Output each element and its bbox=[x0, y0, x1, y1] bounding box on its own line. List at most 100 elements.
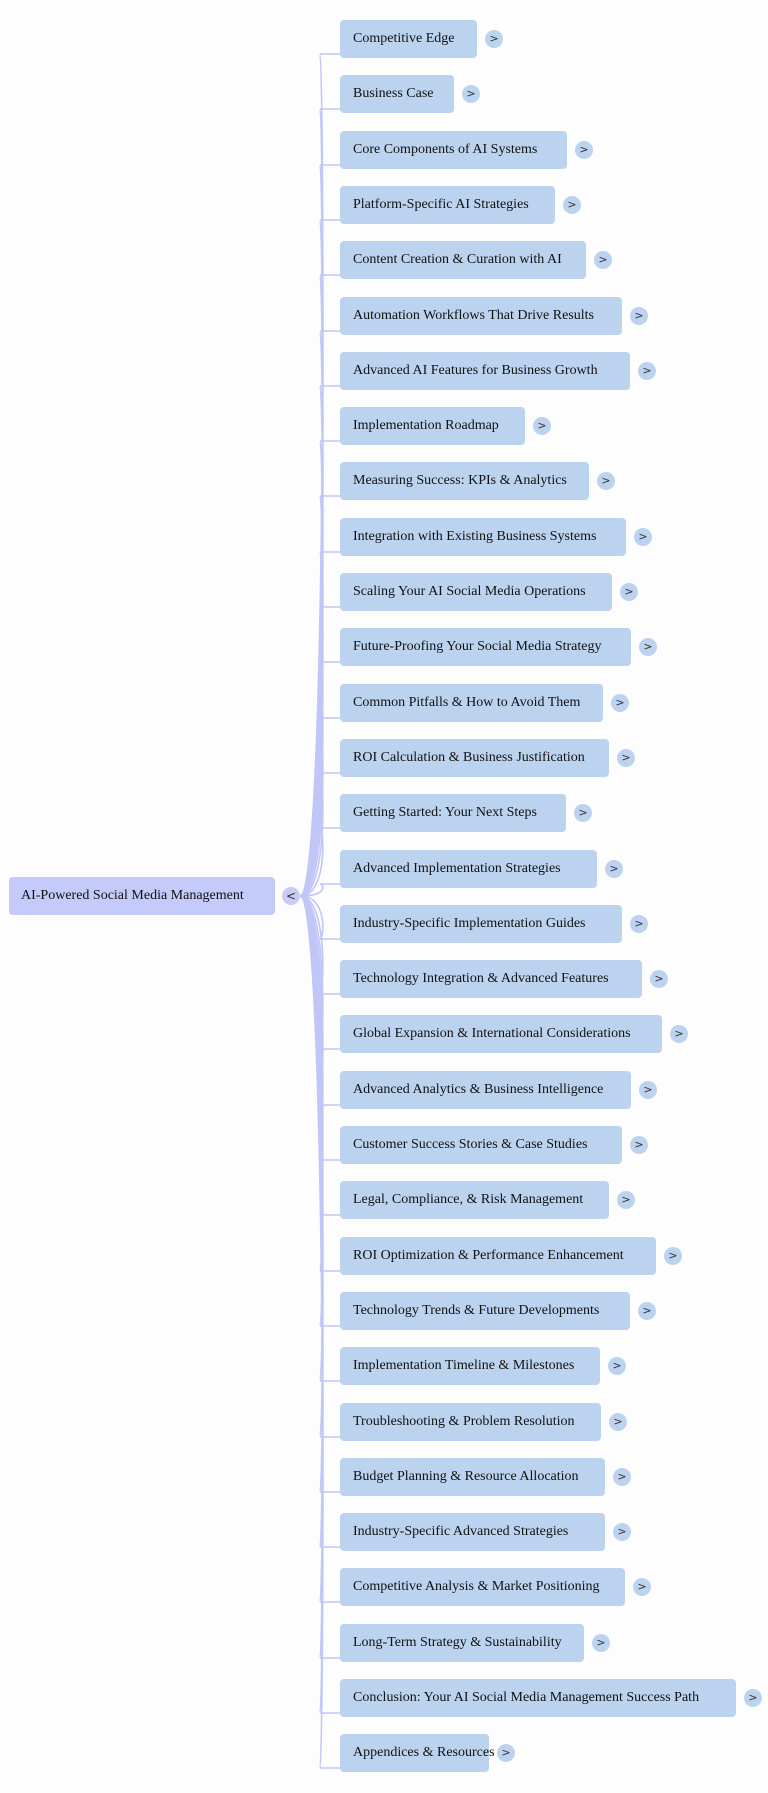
branch-node-box[interactable]: Industry-Specific Implementation Guides bbox=[340, 905, 622, 943]
branch-node-box[interactable]: Customer Success Stories & Case Studies bbox=[340, 1126, 622, 1164]
expand-toggle[interactable]: > bbox=[575, 141, 593, 159]
expand-toggle[interactable]: > bbox=[638, 362, 656, 380]
branch-node-box[interactable]: ROI Calculation & Business Justification bbox=[340, 739, 609, 777]
connector-line bbox=[299, 895, 342, 1769]
expand-toggle[interactable]: > bbox=[613, 1523, 631, 1541]
expand-toggle[interactable]: > bbox=[630, 915, 648, 933]
branch-node-label: Getting Started: Your Next Steps bbox=[353, 805, 537, 820]
branch-node-label: Troubleshooting & Problem Resolution bbox=[353, 1414, 575, 1429]
branch-node-label: Long-Term Strategy & Sustainability bbox=[353, 1635, 562, 1650]
branch-node-label: Competitive Analysis & Market Positionin… bbox=[353, 1579, 600, 1594]
expand-toggle[interactable]: > bbox=[597, 472, 615, 490]
branch-node-box[interactable]: Platform-Specific AI Strategies bbox=[340, 186, 555, 224]
branch-node-label: Industry-Specific Implementation Guides bbox=[353, 916, 586, 931]
expand-toggle[interactable]: > bbox=[608, 1357, 626, 1375]
branch-node-label: Measuring Success: KPIs & Analytics bbox=[353, 473, 567, 488]
branch-node-box[interactable]: Competitive Edge bbox=[340, 20, 477, 58]
branch-node-label: Integration with Existing Business Syste… bbox=[353, 529, 597, 544]
branch-node-label: Global Expansion & International Conside… bbox=[353, 1026, 631, 1041]
branch-node-label: Content Creation & Curation with AI bbox=[353, 252, 562, 267]
branch-node-label: Scaling Your AI Social Media Operations bbox=[353, 584, 586, 599]
expand-toggle[interactable]: > bbox=[639, 638, 657, 656]
expand-toggle[interactable]: > bbox=[605, 860, 623, 878]
expand-toggle[interactable]: > bbox=[617, 1191, 635, 1209]
root-node[interactable]: AI-Powered Social Media Management bbox=[9, 877, 275, 915]
branch-node-box[interactable]: Global Expansion & International Conside… bbox=[340, 1015, 662, 1053]
branch-node-box[interactable]: Appendices & Resources bbox=[340, 1734, 495, 1772]
branch-node-label: Implementation Roadmap bbox=[353, 418, 499, 433]
branch-node-box[interactable]: Competitive Analysis & Market Positionin… bbox=[340, 1568, 625, 1606]
expand-toggle[interactable]: > bbox=[630, 307, 648, 325]
branch-node-label: Customer Success Stories & Case Studies bbox=[353, 1137, 588, 1152]
expand-toggle[interactable]: > bbox=[670, 1025, 688, 1043]
expand-toggle[interactable]: > bbox=[592, 1634, 610, 1652]
branch-node-label: Common Pitfalls & How to Avoid Them bbox=[353, 695, 581, 710]
branch-node-box[interactable]: Future-Proofing Your Social Media Strate… bbox=[340, 628, 631, 666]
branch-node-box[interactable]: Measuring Success: KPIs & Analytics bbox=[340, 462, 589, 500]
branch-node-box[interactable]: Core Components of AI Systems bbox=[340, 131, 567, 169]
branch-node-label: Technology Trends & Future Developments bbox=[353, 1303, 600, 1318]
branch-node-box[interactable]: Implementation Timeline & Milestones bbox=[340, 1347, 600, 1385]
expand-toggle[interactable]: > bbox=[609, 1413, 627, 1431]
expand-toggle[interactable]: > bbox=[617, 749, 635, 767]
branch-node-box[interactable]: Advanced Analytics & Business Intelligen… bbox=[340, 1071, 631, 1109]
branch-node-label: Budget Planning & Resource Allocation bbox=[353, 1469, 579, 1484]
expand-toggle[interactable]: > bbox=[613, 1468, 631, 1486]
expand-toggle[interactable]: > bbox=[638, 1302, 656, 1320]
expand-toggle[interactable]: > bbox=[563, 196, 581, 214]
expand-toggle[interactable]: > bbox=[574, 804, 592, 822]
branch-node-label: Advanced AI Features for Business Growth bbox=[353, 363, 598, 378]
branch-node-box[interactable]: Long-Term Strategy & Sustainability bbox=[340, 1624, 584, 1662]
expand-toggle[interactable]: > bbox=[594, 251, 612, 269]
branch-node-label: ROI Optimization & Performance Enhanceme… bbox=[353, 1248, 624, 1263]
expand-toggle[interactable]: > bbox=[744, 1689, 762, 1707]
expand-toggle[interactable]: > bbox=[650, 970, 668, 988]
expand-toggle[interactable]: > bbox=[633, 1578, 651, 1596]
expand-toggle[interactable]: > bbox=[639, 1081, 657, 1099]
collapse-toggle[interactable]: < bbox=[282, 887, 300, 905]
branch-node-label: Industry-Specific Advanced Strategies bbox=[353, 1524, 569, 1539]
branch-node-box[interactable]: Automation Workflows That Drive Results bbox=[340, 297, 622, 335]
expand-toggle[interactable]: > bbox=[462, 85, 480, 103]
branch-node-box[interactable]: Content Creation & Curation with AI bbox=[340, 241, 586, 279]
branch-node-box[interactable]: Technology Integration & Advanced Featur… bbox=[340, 960, 642, 998]
branch-node-box[interactable]: Business Case bbox=[340, 75, 454, 113]
branch-node-box[interactable]: Troubleshooting & Problem Resolution bbox=[340, 1403, 601, 1441]
branch-node-label: Core Components of AI Systems bbox=[353, 142, 538, 157]
branch-node-box[interactable]: Integration with Existing Business Syste… bbox=[340, 518, 626, 556]
expand-toggle[interactable]: > bbox=[485, 30, 503, 48]
branch-node-box[interactable]: Getting Started: Your Next Steps bbox=[340, 794, 566, 832]
branch-node-label: Appendices & Resources bbox=[353, 1745, 495, 1760]
connector-line bbox=[299, 895, 342, 940]
branch-node-box[interactable]: Budget Planning & Resource Allocation bbox=[340, 1458, 605, 1496]
branch-node-label: ROI Calculation & Business Justification bbox=[353, 750, 585, 765]
branch-node-box[interactable]: Technology Trends & Future Developments bbox=[340, 1292, 630, 1330]
connector-line bbox=[299, 883, 342, 897]
expand-toggle[interactable]: > bbox=[630, 1136, 648, 1154]
expand-toggle[interactable]: > bbox=[497, 1744, 515, 1762]
branch-node-label: Future-Proofing Your Social Media Strate… bbox=[353, 639, 602, 654]
branch-node-label: Implementation Timeline & Milestones bbox=[353, 1358, 575, 1373]
branch-node-label: Conclusion: Your AI Social Media Managem… bbox=[353, 1690, 700, 1705]
branch-node-label: Advanced Implementation Strategies bbox=[353, 861, 561, 876]
branch-node-box[interactable]: Implementation Roadmap bbox=[340, 407, 525, 445]
connector-line bbox=[299, 827, 342, 897]
branch-node-box[interactable]: ROI Optimization & Performance Enhanceme… bbox=[340, 1237, 656, 1275]
branch-node-label: Advanced Analytics & Business Intelligen… bbox=[353, 1082, 604, 1097]
branch-node-box[interactable]: Advanced AI Features for Business Growth bbox=[340, 352, 630, 390]
branch-node-box[interactable]: Legal, Compliance, & Risk Management bbox=[340, 1181, 609, 1219]
branch-node-label: Competitive Edge bbox=[353, 31, 455, 46]
root-node-label: AI-Powered Social Media Management bbox=[21, 888, 244, 903]
branch-node-box[interactable]: Advanced Implementation Strategies bbox=[340, 850, 597, 888]
expand-toggle[interactable]: > bbox=[533, 417, 551, 435]
expand-toggle[interactable]: > bbox=[611, 694, 629, 712]
branch-node-box[interactable]: Scaling Your AI Social Media Operations bbox=[340, 573, 612, 611]
branch-node-box[interactable]: Common Pitfalls & How to Avoid Them bbox=[340, 684, 603, 722]
expand-toggle[interactable]: > bbox=[620, 583, 638, 601]
expand-toggle[interactable]: > bbox=[664, 1247, 682, 1265]
branch-node-box[interactable]: Industry-Specific Advanced Strategies bbox=[340, 1513, 605, 1551]
expand-toggle[interactable]: > bbox=[634, 528, 652, 546]
branch-node-box[interactable]: Conclusion: Your AI Social Media Managem… bbox=[340, 1679, 736, 1717]
